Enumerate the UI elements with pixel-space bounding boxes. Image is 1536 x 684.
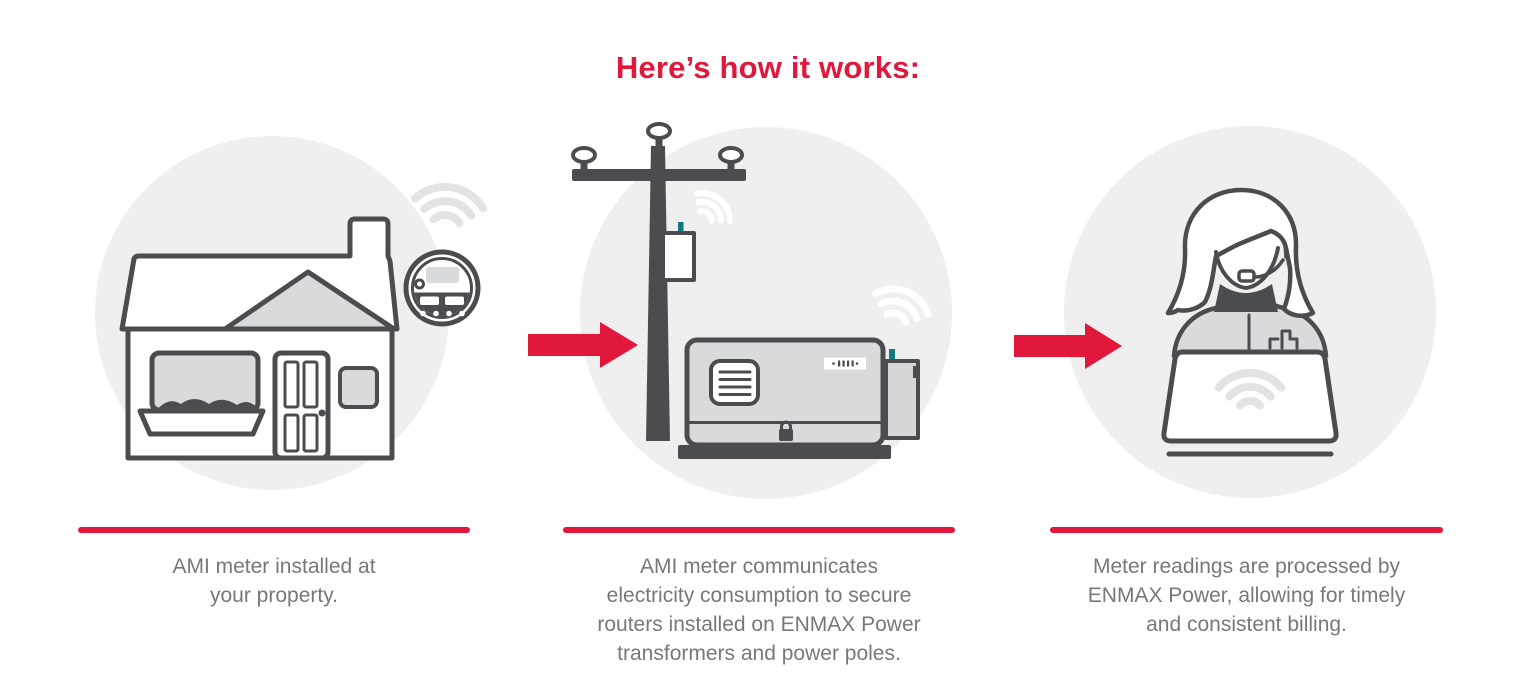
step-2-caption: AMI meter communicates electricity consu… <box>563 552 955 668</box>
wifi-signal-icon <box>1214 368 1286 410</box>
hair <box>1165 187 1316 319</box>
illustration-house-smart-meter <box>95 136 488 490</box>
planter-box <box>137 408 266 437</box>
divider-line <box>1050 527 1443 533</box>
laptop-icon <box>1161 349 1339 457</box>
caption-line: AMI meter installed at <box>172 555 376 578</box>
divider-line <box>563 527 955 533</box>
jaw-line <box>1214 246 1280 290</box>
transformer-base <box>678 445 891 459</box>
secondary-cabinet-icon <box>884 349 920 440</box>
step-1-caption: AMI meter installed at your property. <box>78 552 470 610</box>
caption-line: routers installed on ENMAX Power <box>597 613 921 636</box>
arrow-right-icon <box>1014 323 1122 369</box>
arrow-right-icon <box>528 322 638 368</box>
illustration-pole-transformer <box>528 122 952 499</box>
collar <box>1214 284 1278 312</box>
caption-line: transformers and power poles. <box>617 642 901 665</box>
smart-meter-icon <box>403 249 481 327</box>
step-3-caption: Meter readings are processed by ENMAX Po… <box>1050 552 1443 639</box>
caption-line: Meter readings are processed by <box>1093 555 1400 578</box>
router-box-icon <box>661 222 696 282</box>
picture-window <box>149 350 261 413</box>
wifi-signal-icon <box>410 183 488 228</box>
caption-line: AMI meter communicates <box>639 555 879 578</box>
lock-icon <box>779 420 793 441</box>
label-strip <box>824 357 866 370</box>
meter-display <box>426 267 459 283</box>
laptop-lid <box>1161 349 1339 444</box>
insulator <box>571 146 597 164</box>
caption-line: ENMAX Power, allowing for timely <box>1087 584 1406 607</box>
microphone <box>1237 269 1256 283</box>
antenna <box>678 222 684 235</box>
caption-line: your property. <box>210 584 338 607</box>
insulator <box>646 122 672 140</box>
caption-line: electricity consumption to secure <box>606 584 912 607</box>
caption-line: and consistent billing. <box>1146 613 1347 636</box>
divider-line <box>78 527 470 533</box>
transformer-icon <box>678 337 891 459</box>
side-window <box>338 366 379 409</box>
vent-panel <box>709 359 760 406</box>
headset-icon <box>1237 241 1288 283</box>
door-knob <box>318 409 326 417</box>
house-icon <box>119 216 400 461</box>
insulator <box>718 146 744 164</box>
antenna <box>889 349 895 362</box>
operator-icon <box>1165 187 1329 359</box>
page-title: Here’s how it works: <box>615 50 921 85</box>
wifi-signal-icon <box>872 285 932 326</box>
wifi-signal-icon <box>694 190 733 225</box>
power-pole-icon <box>571 122 746 441</box>
window-plants <box>156 399 256 411</box>
front-door <box>272 350 331 461</box>
pocket-detail <box>1268 329 1299 350</box>
label-marks <box>832 360 859 367</box>
illustration-operator-laptop <box>1014 126 1436 498</box>
